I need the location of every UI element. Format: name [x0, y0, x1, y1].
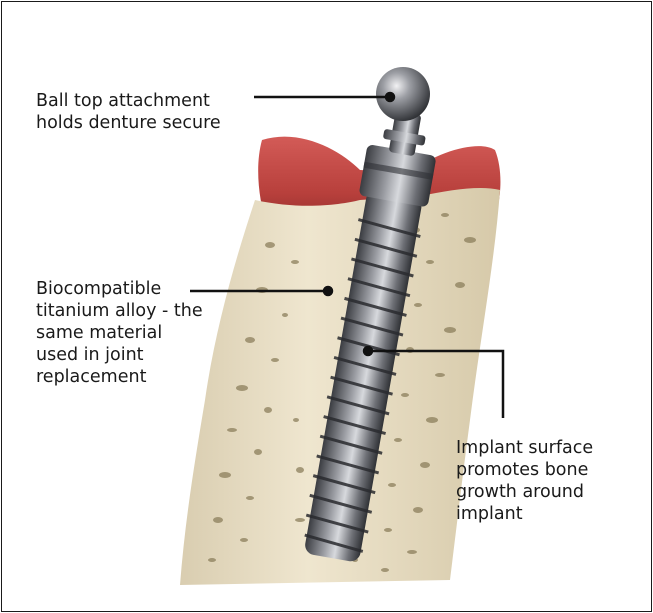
callout-ball-dot: [386, 93, 394, 101]
label-biocompatible-titanium: Biocompatible titanium alloy - the same …: [36, 278, 211, 388]
label-ball-top-attachment: Ball top attachment holds denture secure: [36, 90, 266, 134]
callout-bio-dot: [324, 287, 332, 295]
callout-surface-dot: [364, 347, 372, 355]
label-implant-surface: Implant surface promotes bone growth aro…: [456, 437, 636, 525]
ball-top-attachment: [376, 67, 430, 121]
